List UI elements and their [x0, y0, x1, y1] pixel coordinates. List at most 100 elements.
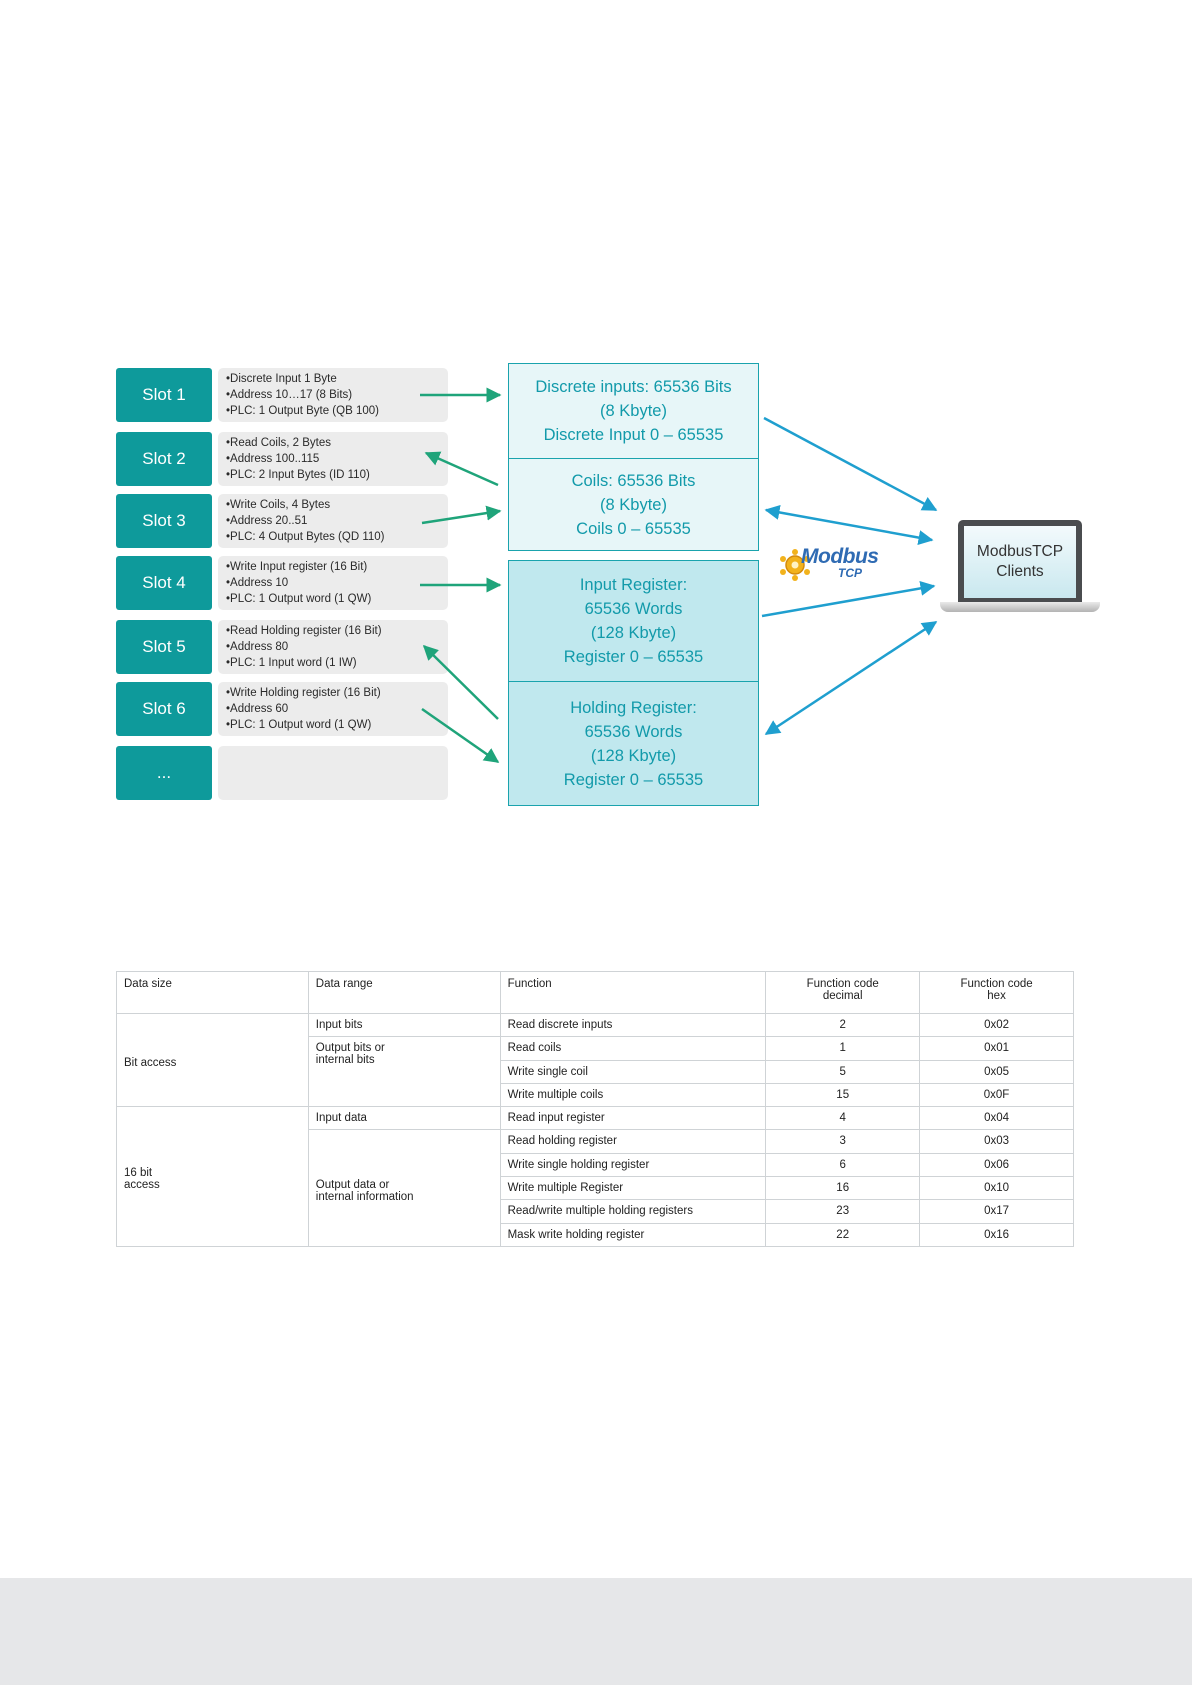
connection-arrows — [420, 387, 938, 764]
slot-4-line-1: Write Input register (16 Bit) — [226, 559, 440, 575]
slot-3-description: Write Coils, 4 Bytes Address 20..51 PLC:… — [218, 494, 448, 548]
coils-line-2: (8 Kbyte) — [600, 495, 667, 514]
cell-decimal: 15 — [765, 1082, 921, 1108]
modbus-gear-icon — [780, 549, 810, 581]
header-fc-hex-line-2: hex — [987, 990, 1006, 1002]
slot-1-line-3: PLC: 1 Output Byte (QB 100) — [226, 403, 440, 419]
cell-hex: 0x17 — [919, 1199, 1074, 1224]
cell-decimal: 22 — [765, 1222, 921, 1247]
cell-decimal: 3 — [765, 1129, 921, 1154]
arrow-discrete-to-client — [763, 416, 938, 512]
client-line-1: ModbusTCP — [976, 543, 1064, 560]
modbus-logo-word: Modbus — [801, 545, 879, 568]
table-row: Output data or internal information Read… — [117, 1129, 1074, 1247]
footer-band — [0, 1578, 1192, 1685]
table-row: Write single holding register 6 0x06 — [117, 1152, 1074, 1178]
cell-hex: 0x01 — [919, 1036, 1074, 1061]
cell-function: Read/write multiple holding registers — [499, 1199, 767, 1224]
cell-function: Write multiple Register — [499, 1176, 767, 1201]
slot-4-line-3: PLC: 1 Output word (1 QW) — [226, 591, 440, 607]
laptop-base — [940, 602, 1100, 612]
holding-register-line-4: Register 0 – 65535 — [563, 770, 704, 789]
slot-2-line-2: Address 100..115 — [226, 451, 440, 467]
slot-2-line-3: PLC: 2 Input Bytes (ID 110) — [226, 467, 440, 483]
cell-input-bits: Input bits — [307, 1012, 501, 1038]
slot-4-description: Write Input register (16 Bit) Address 10… — [218, 556, 448, 610]
discrete-inputs-line-1: Discrete inputs: 65536 Bits — [535, 378, 732, 396]
cell-hex: 0x04 — [919, 1106, 1074, 1131]
cell-decimal: 4 — [765, 1106, 921, 1131]
cell-function: Read discrete inputs — [499, 1012, 767, 1038]
input-register-box: Input Register: 65536 Words (128 Kbyte) … — [508, 560, 759, 682]
cell-decimal: 5 — [765, 1059, 921, 1084]
cell-decimal: 6 — [765, 1152, 921, 1178]
table-row: Mask write holding register 22 0x16 — [117, 1222, 1074, 1247]
output-data-line-1: Output data or — [315, 1178, 390, 1191]
header-fc-hex-line-1: Function code — [960, 978, 1033, 990]
slot-5-description: Read Holding register (16 Bit) Address 8… — [218, 620, 448, 674]
slot-5-line-2: Address 80 — [226, 639, 440, 655]
slot-5-line-1: Read Holding register (16 Bit) — [226, 623, 440, 639]
table-row: Bit access Input bits Read discrete inpu… — [116, 1012, 1074, 1108]
cell-hex: 0x03 — [919, 1129, 1074, 1154]
slot-6-tile: Slot 6 — [116, 682, 212, 736]
coils-line-1: Coils: 65536 Bits — [571, 471, 696, 490]
cell-function: Read coils — [499, 1036, 767, 1061]
table-row: Read/write multiple holding registers 23… — [117, 1199, 1074, 1224]
cell-hex: 0x02 — [919, 1012, 1074, 1038]
slot-1-tile: Slot 1 — [116, 368, 212, 422]
slot-2-line-1: Read Coils, 2 Bytes — [226, 435, 440, 451]
input-register-line-1: Input Register: — [579, 576, 688, 594]
slot-3-line-3: PLC: 4 Output Bytes (QD 110) — [226, 529, 440, 545]
slot-4-tile: Slot 4 — [116, 556, 212, 610]
slot-6-line-1: Write Holding register (16 Bit) — [226, 685, 440, 701]
input-register-line-3: (128 Kbyte) — [590, 624, 677, 642]
discrete-inputs-line-2: (8 Kbyte) — [600, 402, 667, 420]
slot-3-line-1: Write Coils, 4 Bytes — [226, 497, 440, 513]
coils-line-3: Coils 0 – 65535 — [576, 519, 691, 538]
cell-function: Write multiple coils — [499, 1082, 767, 1108]
cell-hex: 0x06 — [919, 1152, 1074, 1178]
output-data-line-2: internal information — [315, 1190, 414, 1203]
header-data-size: Data size — [116, 971, 309, 1014]
output-bits-line-2: internal bits — [315, 1054, 375, 1067]
cell-16-bit-access: 16 bit access — [116, 1106, 309, 1247]
table-row: Write multiple coils 15 0x0F — [117, 1082, 1074, 1108]
cell-hex: 0x05 — [919, 1059, 1074, 1084]
table-header-row: Data size Data range Function Function c… — [116, 971, 1074, 1014]
holding-register-line-2: 65536 Words — [584, 722, 683, 741]
bit16-line-2: access — [124, 1179, 160, 1192]
table-row: Write multiple Register 16 0x10 — [117, 1176, 1074, 1201]
header-function-code-decimal: Function code decimal — [765, 971, 921, 1014]
slot-3-line-2: Address 20..51 — [226, 513, 440, 529]
header-fc-dec-line-1: Function code — [806, 978, 879, 990]
header-function: Function — [499, 971, 767, 1014]
function-code-table: Data size Data range Function Function c… — [116, 971, 1074, 1247]
arrow-slot-6-to-holding — [421, 707, 500, 764]
header-function-code-hex: Function code hex — [919, 971, 1074, 1014]
cell-output-data: Output data or internal information — [307, 1129, 501, 1247]
slot-5-tile: Slot 5 — [116, 620, 212, 674]
slot-more-description — [218, 746, 448, 800]
cell-function: Write single coil — [499, 1059, 767, 1084]
arrow-coils-to-slot-2 — [424, 451, 499, 487]
table-row: Write single coil 5 0x05 — [117, 1059, 1074, 1084]
cell-output-bits: Output bits or internal bits — [307, 1036, 501, 1108]
client-line-2: Clients — [996, 563, 1044, 580]
header-data-range: Data range — [307, 971, 501, 1014]
arrow-coils-client-bidirectional — [764, 505, 934, 545]
holding-register-line-3: (128 Kbyte) — [590, 746, 677, 765]
modbus-logo-sub: TCP — [838, 566, 862, 580]
arrow-holding-to-slot-5 — [422, 644, 499, 720]
slot-more-tile: ... — [116, 746, 212, 800]
coils-box: Coils: 65536 Bits (8 Kbyte) Coils 0 – 65… — [508, 458, 759, 551]
laptop-screen: ModbusTCP Clients — [958, 520, 1082, 602]
modbus-tcp-logo: Modbus TCP — [780, 545, 892, 585]
slot-1-line-2: Address 10…17 (8 Bits) — [226, 387, 440, 403]
holding-register-line-1: Holding Register: — [570, 698, 697, 717]
input-register-line-2: 65536 Words — [584, 600, 683, 618]
header-fc-dec-line-2: decimal — [822, 990, 863, 1002]
table-row: 16 bit access Input data Read input regi… — [116, 1106, 1074, 1247]
cell-decimal: 1 — [765, 1036, 921, 1061]
cell-function: Write single holding register — [499, 1152, 767, 1178]
